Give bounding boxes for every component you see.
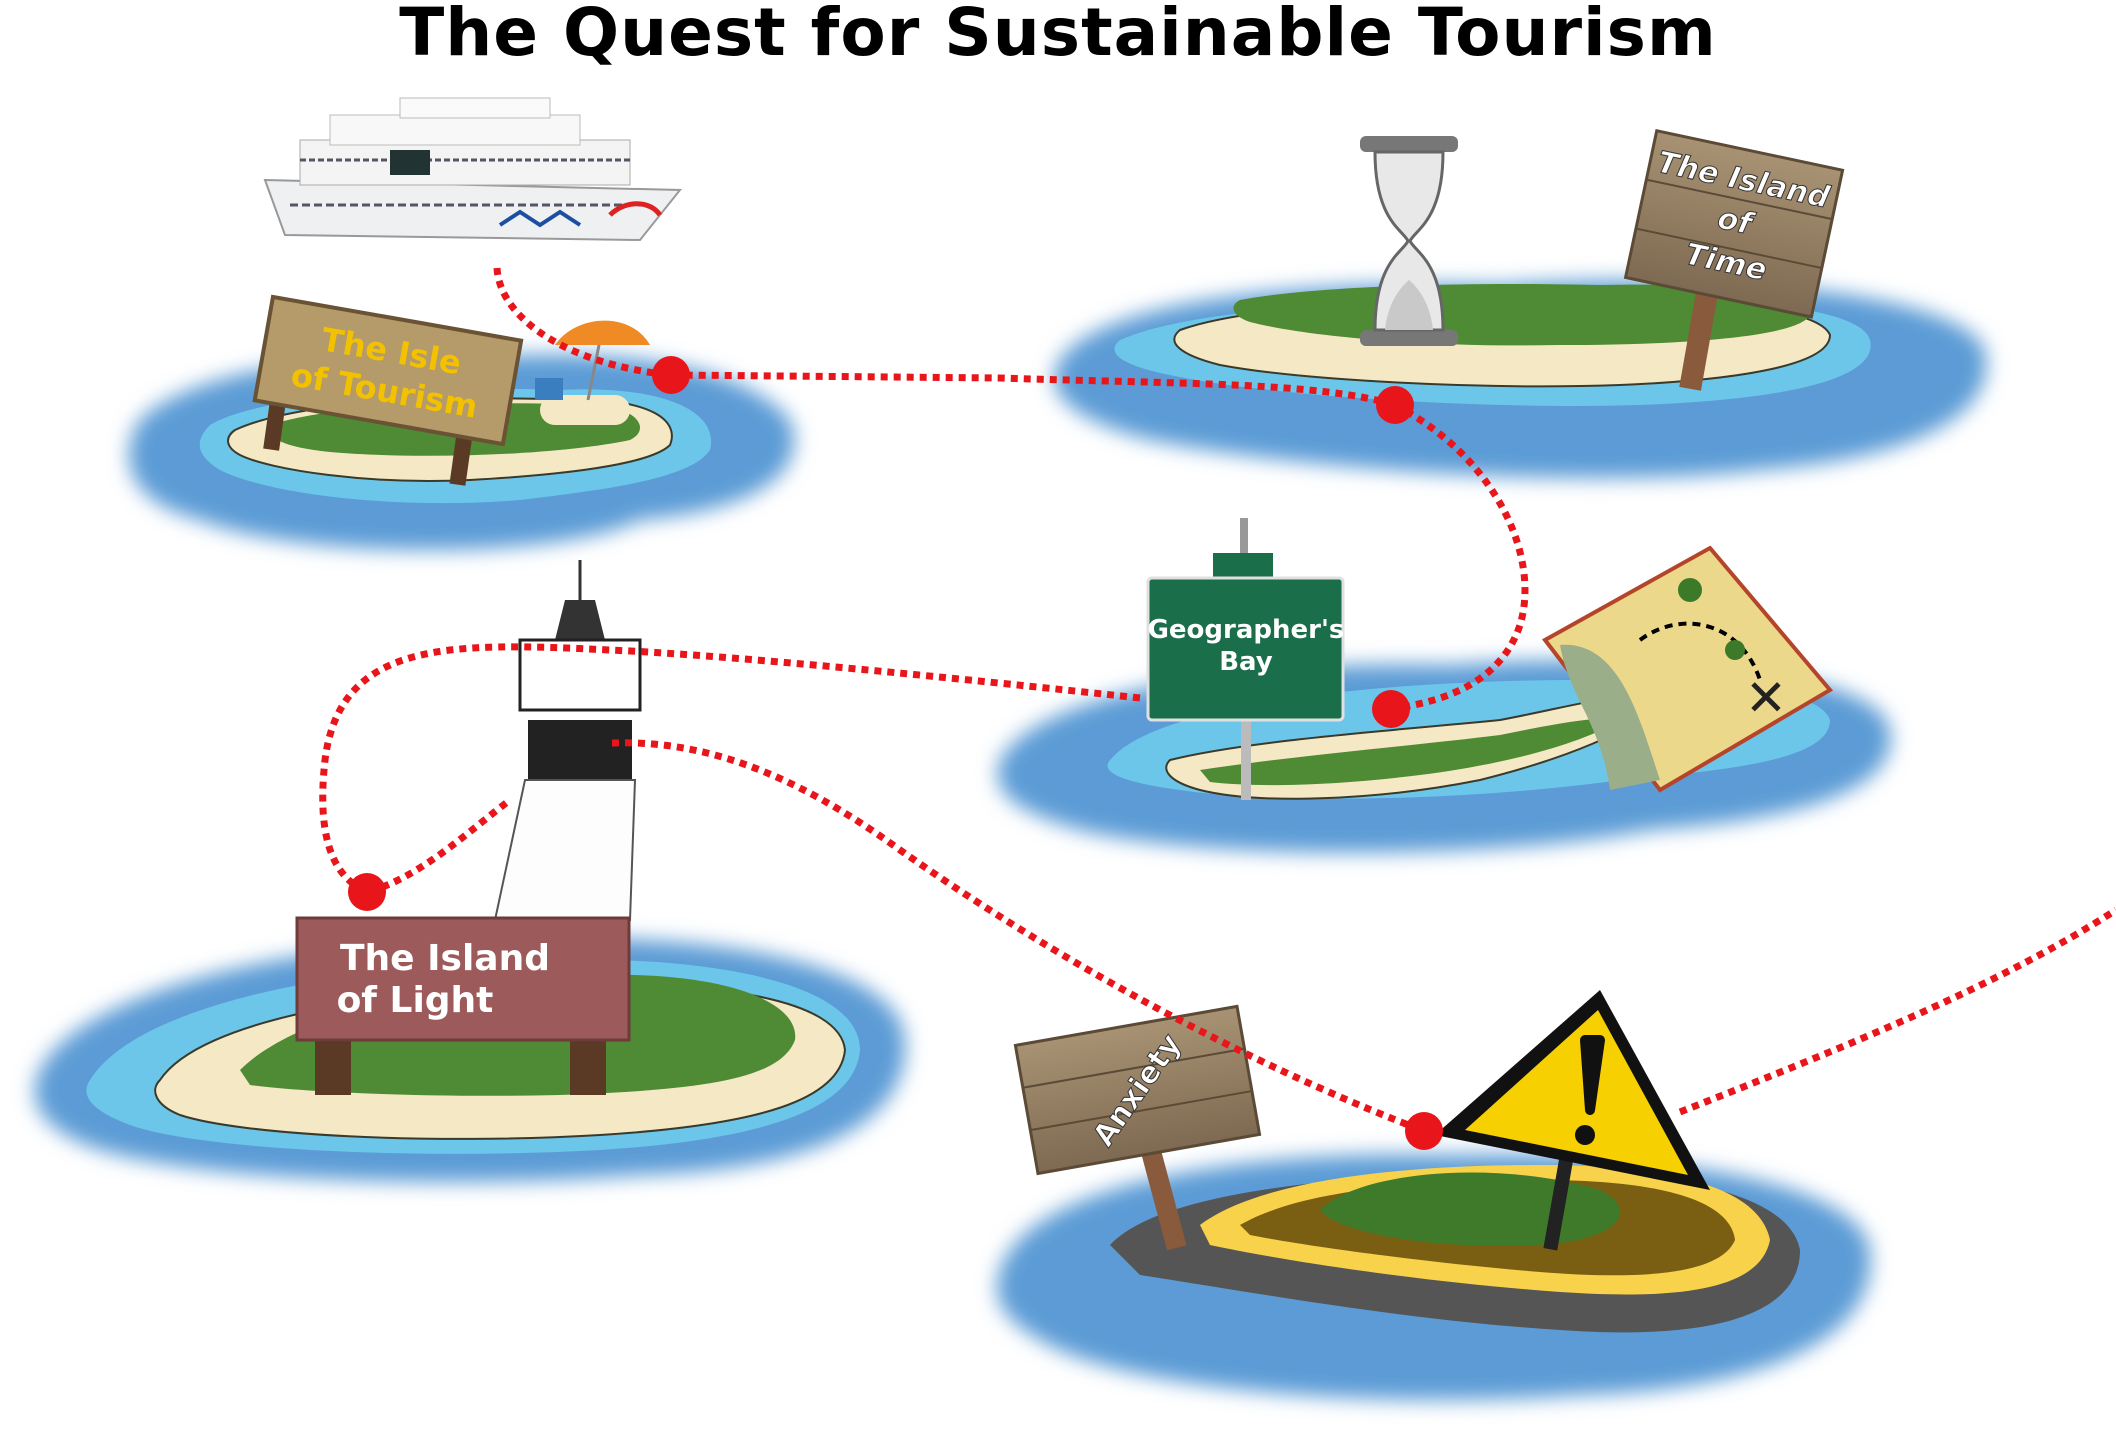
treasure-map-icon: ✕	[1542, 545, 1834, 793]
warning-sign-icon	[1435, 990, 1710, 1251]
path-segment-anxiety-onward	[1678, 907, 2116, 1116]
sign-isle-of-tourism: The Isle of Tourism	[252, 294, 524, 486]
hourglass-icon	[1360, 136, 1458, 346]
anxiety-island	[996, 1154, 1871, 1400]
beach-umbrella-icon	[535, 320, 650, 401]
sign-bay-line1: Geographer's	[1148, 615, 1345, 645]
waypoint-bay	[1372, 690, 1410, 728]
sign-bay-line2: Bay	[1219, 647, 1273, 677]
sign-light-line1: The Island	[340, 938, 550, 979]
waypoint-anxiety	[1405, 1112, 1443, 1150]
waypoint-light	[348, 873, 386, 911]
path-segment-ship-to-tourism	[493, 267, 1397, 409]
path-waypoints	[348, 356, 1443, 1150]
diagram-title: The Quest for Sustainable Tourism	[399, 0, 1717, 71]
path-segment-bay-to-light	[319, 643, 1141, 896]
quest-path	[319, 267, 2116, 1135]
island-of-time	[1054, 280, 1987, 479]
anxiety-sign: Anxiety	[1013, 1004, 1262, 1251]
path-segment-time-to-bay	[1390, 401, 1529, 713]
sign-island-of-time: The Island of Time	[1623, 128, 1845, 391]
cruise-ship-icon	[263, 97, 683, 242]
sign-light-line2: of Light	[337, 980, 494, 1021]
sign-geographers-bay: Geographer's Bay	[1146, 518, 1345, 800]
svg-text:✕: ✕	[1745, 669, 1787, 727]
waypoint-tourism	[652, 356, 690, 394]
sign-island-of-light: The Island of Light	[295, 916, 631, 1095]
waypoint-time	[1376, 386, 1414, 424]
